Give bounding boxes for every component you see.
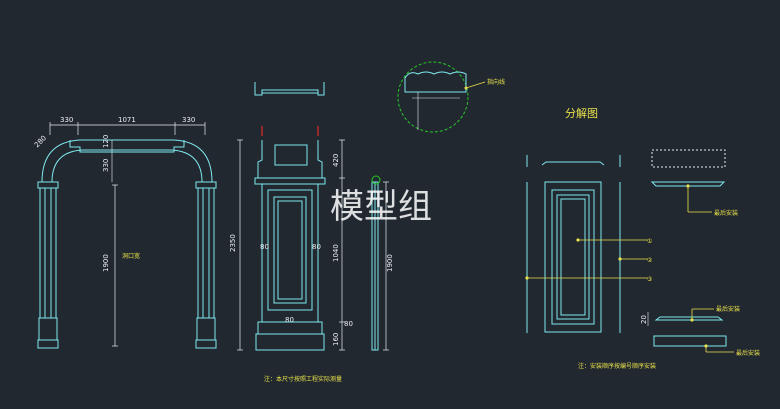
- num-1: ①: [647, 238, 652, 245]
- dim-small-corner: 280: [33, 134, 48, 149]
- dim-panel: 1040: [332, 244, 340, 262]
- label-2: 最后安装: [716, 305, 740, 313]
- dim-height: 1900: [102, 254, 110, 272]
- dim-foot: 160: [332, 333, 340, 346]
- dim-top-right: 330: [182, 116, 195, 124]
- left-column: [37, 181, 59, 349]
- arch-frame-view: [37, 122, 217, 349]
- detail-circle: [397, 61, 486, 133]
- dim-side-b: 80: [312, 243, 321, 251]
- arch-dim-text: 330 1071 330 280 330 120 1900: [33, 116, 195, 272]
- exploded-view: [525, 149, 734, 353]
- dim-arch-a: 330: [102, 159, 110, 172]
- label-3: 最后安装: [736, 349, 760, 357]
- note-right: 注：安装顺序按编号顺序安装: [578, 362, 656, 370]
- dim-right-height: 1900: [386, 254, 394, 272]
- num-3: ③: [647, 276, 652, 283]
- dim-arch-b: 120: [102, 135, 110, 148]
- section-title: 分解图: [565, 106, 598, 120]
- dim-base-b: 80: [344, 320, 353, 328]
- detail-callout: 指向线: [487, 78, 505, 86]
- note-left: 注：本尺寸按照工程实际测量: [264, 375, 342, 383]
- dim-top-left: 330: [60, 116, 73, 124]
- inner-arch: [51, 149, 203, 183]
- head-piece: [257, 140, 323, 179]
- exploded-text: ① ② ③ 最后安装 最后安装 最后安装: [647, 209, 760, 357]
- exploded-panel: [544, 181, 602, 333]
- dim-total: 2350: [229, 234, 237, 252]
- keystone: [69, 140, 185, 153]
- door-frame-view: [237, 82, 389, 351]
- opening-label: 洞口宽: [122, 252, 140, 260]
- label-1: 最后安装: [714, 209, 738, 217]
- right-column: [195, 181, 217, 349]
- dim-top: 420: [332, 154, 340, 167]
- door-casing: [261, 183, 319, 323]
- top-molding-detail: [254, 82, 325, 96]
- num-2: ②: [647, 257, 653, 264]
- dim-small: 20: [640, 315, 648, 324]
- watermark: 模型组: [330, 187, 432, 227]
- door-dim-text: 2350 420 80 80 1040 80 80 160 1900: [229, 154, 394, 346]
- top-dimension: [49, 122, 206, 135]
- dim-base-a: 80: [285, 316, 294, 324]
- dim-side-a: 80: [260, 243, 269, 251]
- outer-arch: [41, 139, 213, 183]
- dim-top-mid: 1071: [118, 116, 136, 124]
- height-dimension: [112, 184, 118, 347]
